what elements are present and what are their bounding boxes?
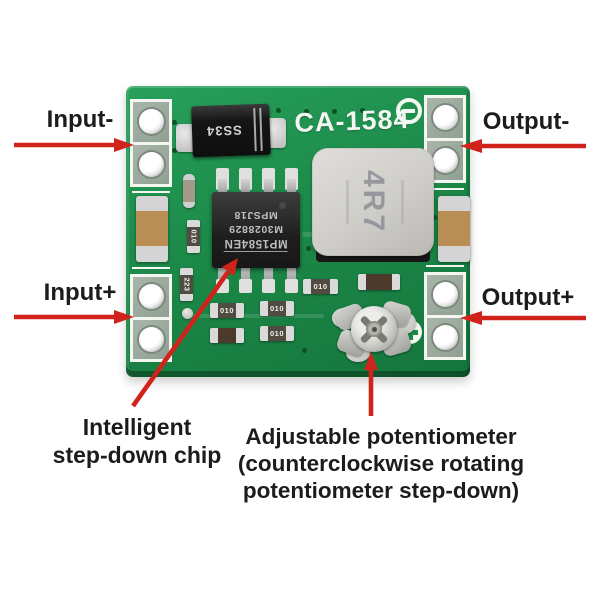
smd-resistor: 010 — [303, 279, 338, 294]
chip-callout-line: Intelligent — [82, 414, 192, 440]
via — [306, 246, 311, 251]
smd-resistor — [210, 328, 244, 343]
chip-pad — [285, 279, 298, 293]
resistor-marking: 010 — [219, 306, 234, 315]
pad-hole — [432, 282, 458, 308]
inductor: 4R7 — [312, 148, 434, 256]
smd-resistor: 010 — [260, 326, 294, 341]
chip-marking-line: M3028829 — [228, 223, 284, 235]
chip-pad — [239, 279, 252, 293]
resistor-marking: 010 — [269, 304, 284, 313]
diode-marking: SS34 — [205, 122, 243, 139]
pad — [427, 98, 463, 138]
via — [360, 108, 365, 113]
chip-marking-line: MP1584EN — [224, 236, 288, 252]
pad — [133, 316, 169, 359]
chip-pin — [287, 179, 296, 194]
pad — [427, 275, 463, 315]
pad-hole — [432, 105, 458, 131]
trace — [184, 314, 324, 318]
diode-cathode-band — [253, 108, 257, 152]
input-plus-label: Input+ — [10, 279, 150, 307]
minus-marking-icon — [396, 98, 422, 124]
solder-pad — [176, 124, 196, 152]
chip-pin — [264, 266, 273, 281]
silkscreen-line — [426, 265, 464, 267]
input-minus-label: Input- — [10, 106, 150, 134]
via — [304, 109, 309, 114]
inductor-faint-marking — [401, 180, 404, 224]
smd-resistor — [358, 274, 400, 290]
inductor-faint-marking — [346, 180, 349, 224]
via — [172, 148, 177, 153]
solder-blob — [182, 308, 193, 319]
silkscreen-line — [132, 191, 170, 193]
resistor-marking: 010 — [313, 282, 328, 291]
chip-pin — [218, 179, 227, 194]
trace — [302, 232, 314, 237]
smd-resistor: 223 — [180, 268, 193, 301]
pad-hole — [432, 147, 458, 173]
potentiometer-dial[interactable] — [351, 306, 397, 352]
pad-hole — [138, 326, 164, 352]
pot-callout-line: (counterclockwise rotating — [237, 451, 525, 476]
inductor-marking: 4R7 — [356, 169, 390, 235]
screw-hub — [366, 321, 382, 337]
pad-hole — [432, 324, 458, 350]
input-minus-pads — [130, 99, 172, 187]
schottky-diode: SS34 — [191, 103, 271, 158]
pad-hole — [138, 109, 164, 135]
pad — [427, 314, 463, 357]
chip-pad — [216, 279, 229, 293]
output-minus-label: Output- — [456, 108, 596, 136]
silkscreen-line — [132, 267, 170, 269]
chip-marking: MP1584EN M3028829 MPSJ18 — [224, 208, 288, 252]
chip-callout-label: Intelligent step-down chip — [28, 414, 246, 469]
label-text: Input+ — [43, 279, 117, 306]
label-text: Output+ — [481, 284, 575, 311]
chip-pin — [241, 179, 250, 194]
output-minus-pads — [424, 95, 466, 183]
chip-pad — [262, 279, 275, 293]
via — [302, 348, 307, 353]
input-capacitor — [136, 196, 168, 262]
pad-hole — [138, 151, 164, 177]
chip-pin — [264, 179, 273, 194]
step-down-chip: MP1584EN M3028829 MPSJ18 — [212, 192, 300, 268]
resistor-marking: 010 — [189, 229, 199, 244]
output-capacitor — [438, 196, 470, 262]
melf-resistor — [183, 174, 195, 208]
label-text: Input- — [46, 106, 114, 133]
output-plus-label: Output+ — [458, 284, 598, 312]
pot-callout-line: Adjustable potentiometer — [245, 424, 517, 449]
smd-resistor: 010 — [210, 303, 244, 318]
diode-cathode-band — [259, 107, 263, 151]
via — [172, 120, 177, 125]
pad — [133, 102, 169, 142]
label-text: Output- — [482, 108, 570, 135]
smd-resistor: 010 — [187, 220, 200, 253]
resistor-marking: 223 — [182, 277, 192, 292]
chip-pin — [287, 266, 296, 281]
chip-marking-line: MPSJ18 — [234, 209, 278, 221]
via — [332, 109, 337, 114]
resistor-marking: 010 — [269, 329, 284, 338]
pcb-board: CA-1584 SS34 MP1584EN M — [126, 86, 470, 377]
chip-pin1-dot — [279, 202, 286, 209]
adjustment-potentiometer[interactable] — [333, 298, 413, 362]
chip-pin — [241, 266, 250, 281]
via — [432, 215, 437, 220]
via — [276, 108, 281, 113]
pad — [133, 141, 169, 184]
potentiometer-callout-label: Adjustable potentiometer (counterclockwi… — [224, 423, 538, 504]
chip-callout-line: step-down chip — [52, 441, 222, 468]
silkscreen-line — [426, 188, 464, 190]
smd-resistor: 010 — [260, 301, 294, 316]
pot-callout-line: potentiometer step-down) — [242, 478, 520, 503]
